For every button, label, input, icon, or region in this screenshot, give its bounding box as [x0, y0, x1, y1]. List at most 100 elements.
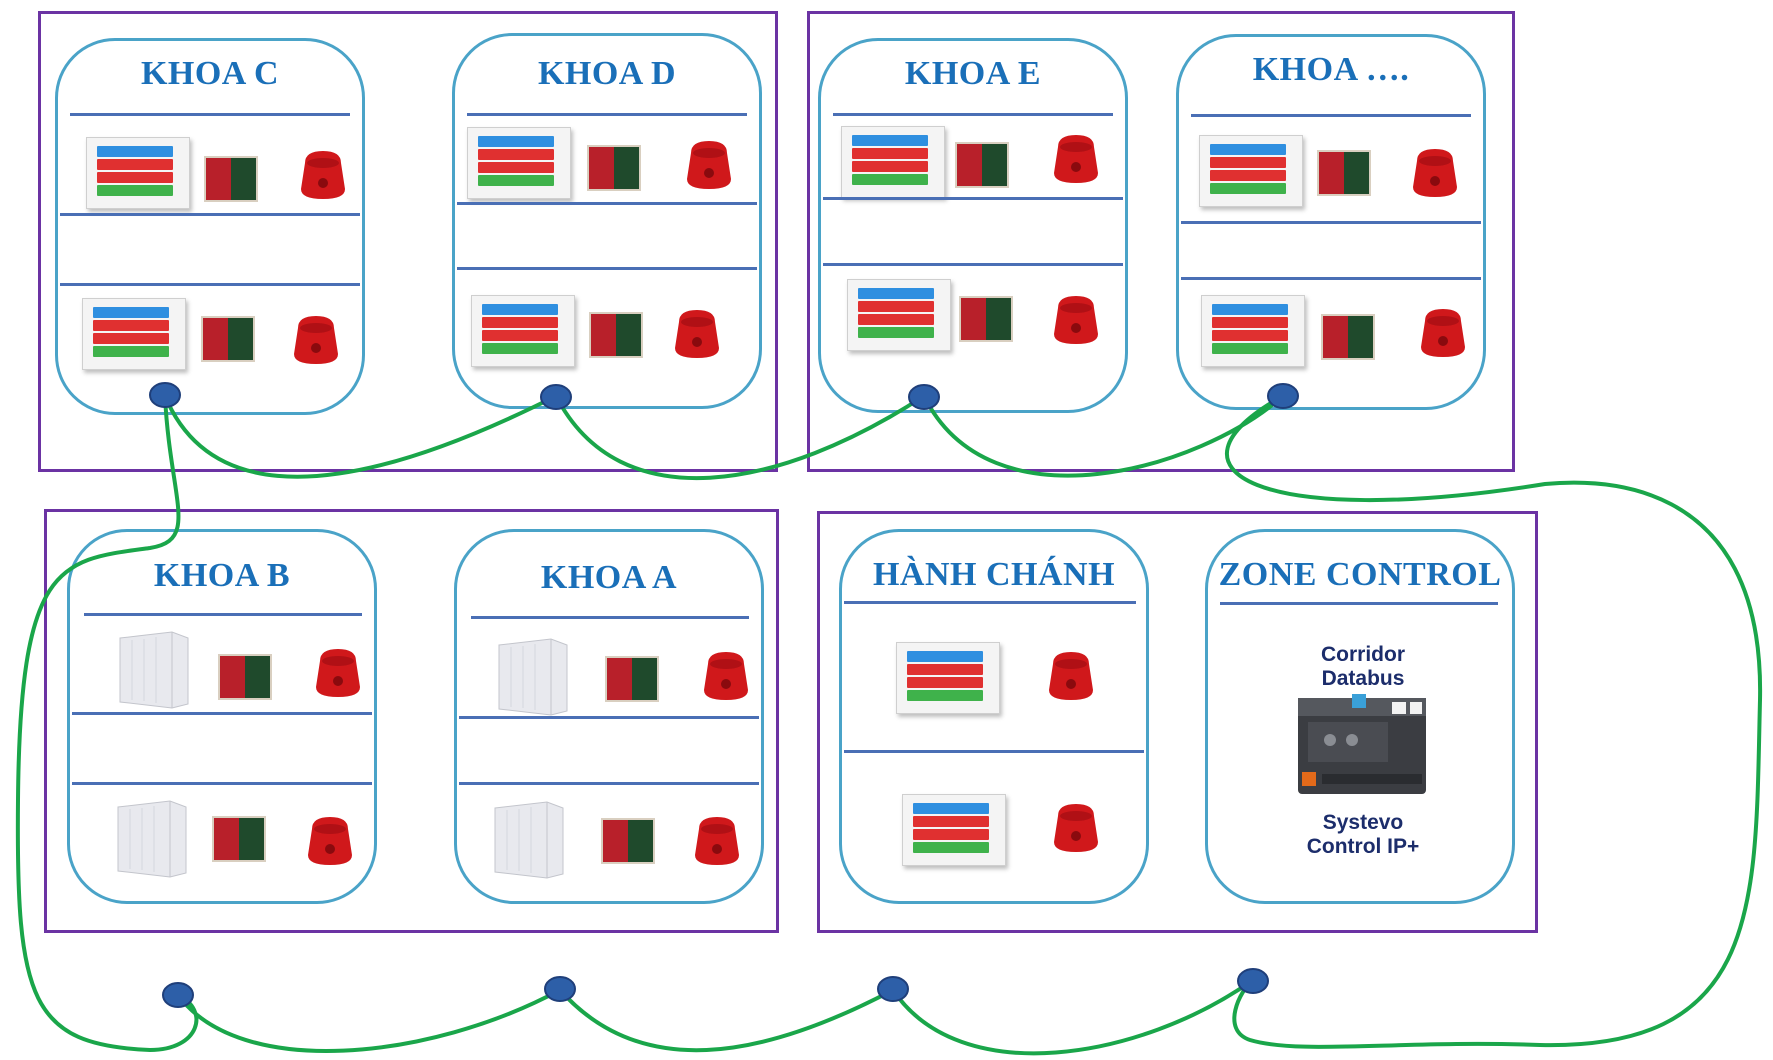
siren-icon [704, 652, 748, 700]
bus-node-icon [908, 384, 940, 410]
controller-label-line: Databus [1321, 667, 1405, 690]
controller-label-line: Corridor [1321, 643, 1405, 666]
zone-card-khoa-c: KHOA C [55, 38, 365, 415]
touch-panel-icon [82, 298, 186, 370]
divider [1191, 114, 1471, 117]
bus-wire [891, 978, 1255, 1056]
divider [459, 782, 759, 785]
zone-card-hanh-chanh: HÀNH CHÁNH [839, 529, 1149, 904]
divider [60, 283, 360, 286]
call-switch-icon [1321, 314, 1375, 360]
bus-node-icon [540, 384, 572, 410]
touch-panel-icon [467, 127, 571, 199]
controller-label-line: Systevo [1322, 811, 1404, 834]
call-switch-icon [601, 818, 655, 864]
siren-icon [1413, 149, 1457, 197]
bus-wire [1224, 394, 1763, 1049]
speaker-icon [119, 631, 189, 709]
bus-node-icon [544, 976, 576, 1002]
group-frame-admin [817, 511, 1538, 933]
call-switch-icon [212, 816, 266, 862]
touch-panel-icon [471, 295, 575, 367]
call-switch-icon [587, 145, 641, 191]
bus-node-icon [149, 382, 181, 408]
zone-title: KHOA A [540, 559, 678, 596]
controller-label-line: Control IP+ [1306, 835, 1420, 858]
zone-title: KHOA B [153, 557, 291, 594]
divider [457, 267, 757, 270]
siren-icon [1054, 804, 1098, 852]
bus-wire [15, 394, 199, 1053]
zone-title: HÀNH CHÁNH [872, 556, 1116, 593]
bus-node-icon [877, 976, 909, 1002]
touch-panel-icon [1201, 295, 1305, 367]
zone-title: KHOA D [537, 55, 677, 92]
call-switch-icon [589, 312, 643, 358]
touch-panel-icon [896, 642, 1000, 714]
controller-icon [1298, 694, 1426, 794]
controller-label-bottom: Systevo Control IP+ [1282, 811, 1444, 859]
zone-title: KHOA E [904, 55, 1042, 92]
call-switch-icon [955, 142, 1009, 188]
divider [72, 712, 372, 715]
zone-card-khoa-d: KHOA D [452, 33, 762, 409]
call-switch-icon [1317, 150, 1371, 196]
siren-icon [308, 817, 352, 865]
divider [844, 601, 1136, 604]
divider [471, 616, 749, 619]
call-switch-icon [959, 296, 1013, 342]
group-frame-ba [44, 509, 779, 933]
divider [823, 197, 1123, 200]
zone-title: ZONE CONTROL [1218, 556, 1502, 593]
group-frame-cd [38, 11, 778, 472]
touch-panel-icon [841, 126, 945, 198]
bus-node-icon [1237, 968, 1269, 994]
siren-icon [1421, 309, 1465, 357]
zone-card-zone-control: ZONE CONTROL Corridor Databus Systevo Co… [1205, 529, 1515, 904]
siren-icon [1054, 135, 1098, 183]
zone-card-khoa-b: KHOA B [67, 529, 377, 904]
siren-icon [316, 649, 360, 697]
divider [72, 782, 372, 785]
siren-icon [1049, 652, 1093, 700]
zone-card-khoa-a: KHOA A [454, 529, 764, 904]
siren-icon [687, 141, 731, 189]
divider [70, 113, 350, 116]
zone-card-khoa-e: KHOA E [818, 38, 1128, 413]
divider [84, 613, 362, 616]
divider [823, 263, 1123, 266]
divider [457, 202, 757, 205]
siren-icon [1054, 296, 1098, 344]
divider [459, 716, 759, 719]
siren-icon [675, 310, 719, 358]
touch-panel-icon [902, 794, 1006, 866]
zone-card-khoa-more: KHOA …. [1176, 34, 1486, 410]
call-switch-icon [605, 656, 659, 702]
touch-panel-icon [1199, 135, 1303, 207]
call-switch-icon [201, 316, 255, 362]
divider [833, 113, 1113, 116]
divider [844, 750, 1144, 753]
speaker-icon [117, 800, 187, 878]
divider [1181, 221, 1481, 224]
divider [60, 213, 360, 216]
zone-title: KHOA C [140, 55, 280, 92]
bus-node-icon [1267, 383, 1299, 409]
group-frame-e-more [807, 11, 1515, 472]
bus-wire [558, 988, 895, 1053]
bus-wire [176, 988, 562, 1053]
bus-wire [163, 394, 558, 479]
siren-icon [301, 151, 345, 199]
bus-node-icon [162, 982, 194, 1008]
touch-panel-icon [86, 137, 190, 209]
call-switch-icon [204, 156, 258, 202]
siren-icon [695, 817, 739, 865]
touch-panel-icon [847, 279, 951, 351]
siren-icon [294, 316, 338, 364]
controller-label-top: Corridor Databus [1288, 643, 1438, 691]
divider [1220, 602, 1498, 605]
speaker-icon [498, 638, 568, 716]
divider [467, 113, 747, 116]
speaker-icon [494, 801, 564, 879]
